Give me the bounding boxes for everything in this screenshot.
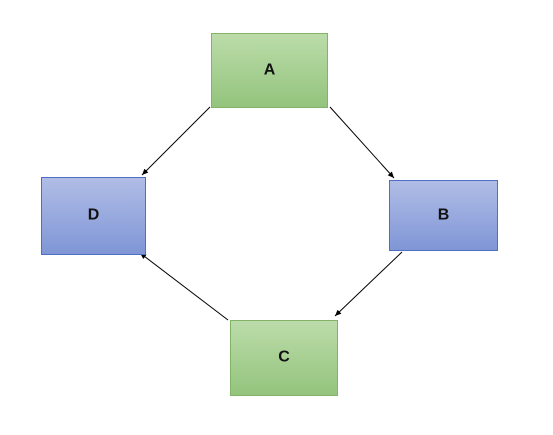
edge-b-to-c (334, 251, 403, 317)
node-c[interactable]: C (230, 320, 338, 396)
node-d-box (41, 177, 146, 255)
node-a[interactable]: A (211, 33, 328, 108)
node-c-label: C (278, 349, 290, 366)
node-d-label: D (88, 207, 100, 224)
edge-c-to-d (139, 252, 229, 321)
node-b-label: B (438, 207, 450, 224)
edge-a-to-d (141, 106, 211, 176)
node-b[interactable]: B (389, 180, 498, 251)
node-d[interactable]: D (41, 177, 146, 255)
node-a-label: A (264, 62, 276, 79)
edge-a-to-b (329, 106, 395, 179)
node-b-box (389, 180, 498, 251)
node-a-box (211, 33, 328, 108)
node-c-box (230, 320, 338, 396)
